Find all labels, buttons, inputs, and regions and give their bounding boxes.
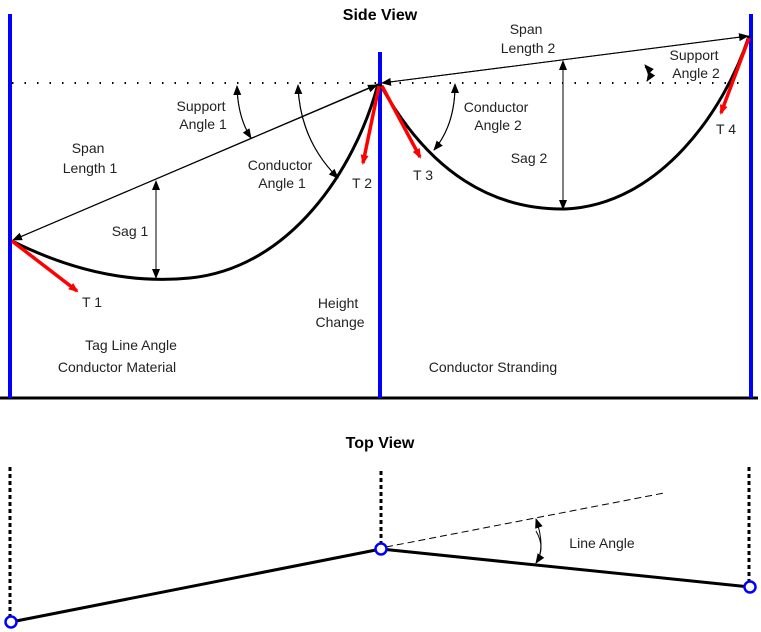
top-node-right <box>743 580 757 594</box>
t2-label: T 2 <box>352 175 372 191</box>
tension-arrow-t4 <box>719 37 751 115</box>
conductor-material-label: Conductor Material <box>58 359 176 375</box>
top-view-title: Top View <box>346 435 415 452</box>
span-length-1-line-end <box>12 84 378 241</box>
top-node-middle <box>374 542 388 556</box>
tension-arrow-t3 <box>380 85 422 159</box>
support-angle-1-arc-end <box>233 85 252 139</box>
line-angle-label: Line Angle <box>569 535 635 551</box>
conductor-angle-2-arc-end <box>433 83 459 151</box>
span-length-2-line-end <box>381 33 749 84</box>
height-change-label: Height Change <box>315 295 364 330</box>
span-length-2-label: Span Length 2 <box>501 21 556 56</box>
tag-line-angle-label: Tag Line Angle <box>85 337 177 353</box>
conductor-angle-2-label: Conductor Angle 2 <box>464 99 532 133</box>
support-angle-1-label: Support Angle 1 <box>177 98 230 132</box>
side-view-title: Side View <box>343 7 418 24</box>
tension-arrow-t2 <box>360 85 381 165</box>
t3-label: T 3 <box>413 167 433 183</box>
conductor-span-1 <box>11 83 380 281</box>
conductor-stranding-label: Conductor Stranding <box>429 359 557 375</box>
tension-arrow-t1 <box>10 239 79 293</box>
sag-2-label: Sag 2 <box>511 150 548 166</box>
conductor-angle-1-label: Conductor Angle 1 <box>248 157 316 191</box>
t1-label: T 1 <box>82 294 102 310</box>
top-line-segment-1 <box>10 547 382 624</box>
line-angle-arc-end <box>535 518 543 564</box>
top-line-segment-2 <box>380 547 751 589</box>
support-angle-2-arc-end <box>644 64 654 82</box>
line-extension-dashed <box>385 492 665 548</box>
support-angle-1-arc <box>236 87 252 139</box>
top-node-left <box>4 615 18 629</box>
conductor-angle-1-arc-end <box>294 84 339 179</box>
t4-label: T 4 <box>716 121 736 137</box>
span-length-1-label: Span Length 1 <box>63 140 118 176</box>
conductor-angle-2-arc <box>433 85 456 151</box>
support-angle-2-label: Support Angle 2 <box>670 47 723 81</box>
sag-1-label: Sag 1 <box>112 223 149 239</box>
